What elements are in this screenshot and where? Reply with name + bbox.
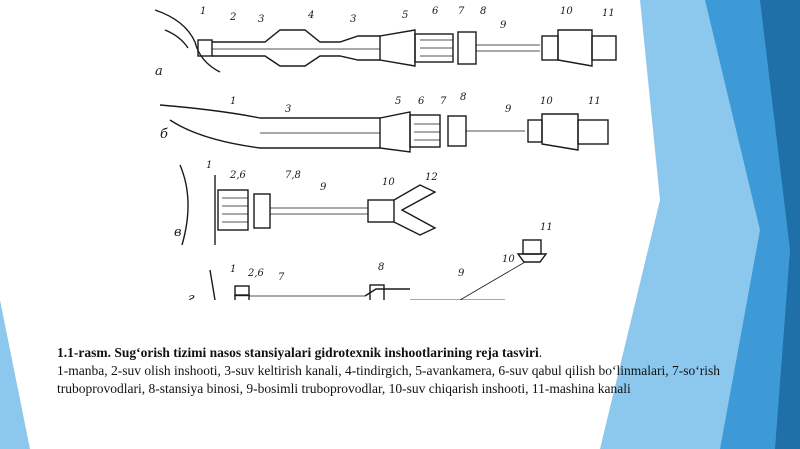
label-a-1: 1 <box>200 6 206 17</box>
row-label-g: г <box>188 291 195 300</box>
label-g-26: 2,6 <box>247 268 265 279</box>
label-a-5: 3 <box>350 14 356 25</box>
caption-body: 1-manba, 2-suv olish inshooti, 3-suv kel… <box>57 363 721 396</box>
label-a-4: 4 <box>307 10 314 21</box>
label-v-12: 12 <box>425 172 438 183</box>
label-a-8: 7 <box>458 6 465 17</box>
label-a-2: 2 <box>229 12 236 23</box>
figure-caption: 1.1-rasm. Sug‘orish tizimi nasos stansiy… <box>57 344 757 398</box>
label-a-12: 11 <box>602 8 615 19</box>
bg-panel-dark <box>760 0 800 449</box>
label-v-9: 9 <box>320 182 327 193</box>
label-b-1: 1 <box>230 96 236 107</box>
label-b-3: 3 <box>285 104 291 115</box>
label-v-1: 1 <box>206 160 212 171</box>
row-label-v: в <box>174 225 182 240</box>
scheme-row-v: в 1 2,6 7,8 9 10 12 <box>174 160 438 246</box>
label-a-9: 8 <box>480 6 486 17</box>
bg-panel-sliver <box>0 300 30 449</box>
label-g-1: 1 <box>230 264 236 275</box>
label-b-11: 11 <box>588 96 601 107</box>
label-b-7: 7 <box>440 96 447 107</box>
label-a-3: 3 <box>258 14 264 25</box>
scheme-row-a: a 1 2 3 4 3 5 6 7 8 9 10 11 <box>154 6 617 79</box>
hydraulic-scheme-diagram: a 1 2 3 4 3 5 6 7 8 9 10 11 б 1 3 5 6 7 … <box>154 6 617 300</box>
label-b-8: 8 <box>460 92 466 103</box>
label-a-6: 5 <box>402 10 408 21</box>
caption-title: 1.1-rasm. Sug‘orish tizimi nasos stansiy… <box>57 345 539 360</box>
label-g-11: 11 <box>540 222 553 233</box>
label-a-10: 9 <box>500 20 507 31</box>
label-v-10: 10 <box>382 177 395 188</box>
label-g-10: 10 <box>502 254 515 265</box>
scheme-row-g: г 1 2,6 7 8 9 10 11 <box>188 222 553 300</box>
label-b-6: 6 <box>418 96 425 107</box>
label-a-7: 6 <box>432 6 439 17</box>
label-g-7: 7 <box>278 272 285 283</box>
caption-title-end: . <box>538 345 543 360</box>
label-b-9: 9 <box>505 104 512 115</box>
scheme-row-b: б 1 3 5 6 7 8 9 10 11 <box>159 92 609 153</box>
label-g-9: 9 <box>458 268 465 279</box>
label-a-11: 10 <box>560 6 573 17</box>
row-label-a: a <box>155 64 163 79</box>
label-b-5: 5 <box>395 96 401 107</box>
row-label-b: б <box>160 127 168 142</box>
label-b-10: 10 <box>540 96 553 107</box>
label-v-78: 7,8 <box>285 170 301 181</box>
label-g-8: 8 <box>378 262 384 273</box>
label-v-26: 2,6 <box>229 170 247 181</box>
